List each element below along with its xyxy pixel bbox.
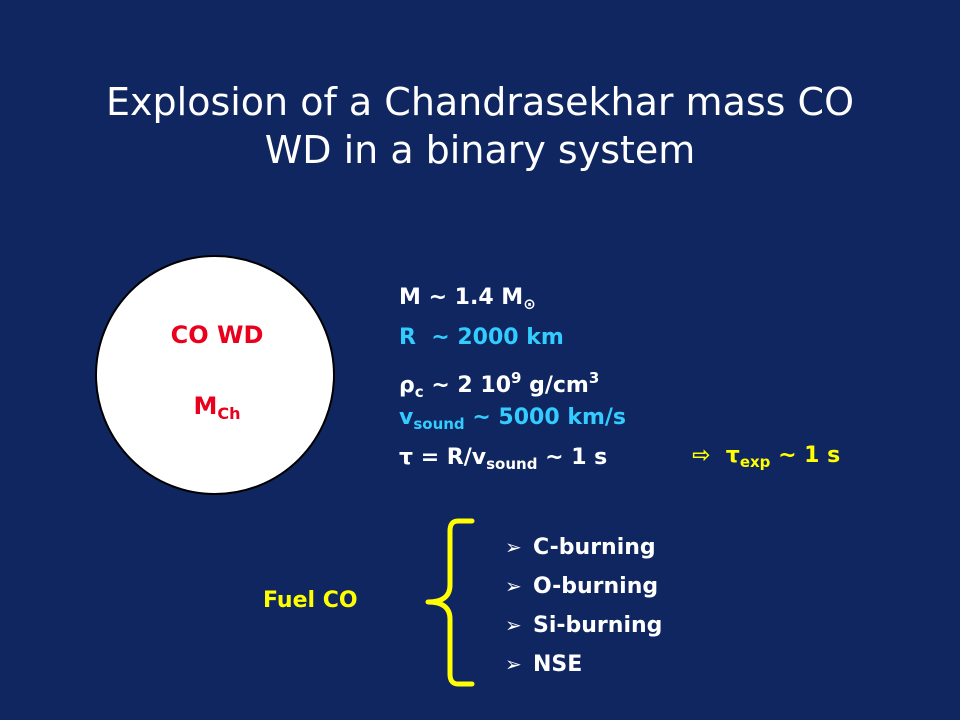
burning-stage-label: O-burning: [533, 574, 659, 599]
chandrasekhar-mass-label: MCh: [97, 392, 337, 423]
sun-symbol: ⊙: [523, 295, 536, 313]
tau-symbol: τ: [399, 445, 414, 470]
list-item: ➢ O-burning: [505, 567, 662, 606]
explosion-timescale-result: ⇨ τexp ~ 1 s: [692, 436, 840, 482]
slide-title-line-1: Explosion of a Chandrasekhar mass CO: [106, 80, 854, 124]
tau-exp-subscript: exp: [739, 453, 771, 471]
density-unit: g/cm: [521, 373, 589, 398]
timescale-subscript: sound: [486, 455, 538, 473]
property-sound-speed: vsound ~ 5000 km/s: [399, 398, 626, 438]
mass-subscript: Ch: [217, 404, 241, 423]
burning-stage-label: C-burning: [533, 535, 656, 560]
list-item: ➢ Si-burning: [505, 606, 662, 645]
sound-speed-symbol: v: [399, 405, 414, 430]
burning-stage-label: NSE: [533, 652, 583, 677]
slide-title: Explosion of a Chandrasekhar mass CO WD …: [0, 78, 960, 174]
white-dwarf-label: CO WD: [170, 321, 264, 349]
fuel-label: Fuel CO: [263, 588, 358, 613]
density-unit-exponent: 3: [588, 369, 600, 387]
property-timescale: τ = R/vsound ~ 1 s: [399, 438, 626, 478]
property-density-value: ~ 2 10: [431, 373, 512, 398]
property-mass: M ~ 1.4 M⊙: [399, 278, 626, 318]
list-item: ➢ C-burning: [505, 528, 662, 567]
property-radius-symbol: R: [399, 325, 416, 350]
rho-subscript: c: [414, 383, 424, 401]
mass-symbol: M: [193, 392, 218, 420]
implies-arrow-icon: ⇨: [692, 443, 711, 468]
tau-exp-value: ~ 1 s: [778, 443, 841, 468]
white-dwarf-circle: CO WD MCh: [95, 255, 335, 495]
property-sound-speed-value: ~ 5000 km/s: [472, 405, 627, 430]
arrow-bullet-icon: ➢: [505, 535, 522, 559]
burning-stage-label: Si-burning: [533, 613, 663, 638]
arrow-bullet-icon: ➢: [505, 652, 522, 676]
sound-speed-subscript: sound: [413, 415, 465, 433]
slide-title-line-2: WD in a binary system: [264, 128, 696, 172]
property-mass-symbol: M: [399, 285, 421, 310]
rho-symbol: ρ: [399, 373, 415, 398]
property-timescale-value: ~ 1 s: [545, 445, 608, 470]
density-exponent: 9: [511, 369, 522, 387]
arrow-bullet-icon: ➢: [505, 574, 522, 598]
property-radius-value: ~ 2000 km: [431, 325, 564, 350]
left-brace-icon: [425, 518, 475, 687]
property-central-density: ρc ~ 2 109 g/cm3: [399, 358, 626, 401]
property-list: M ~ 1.4 M⊙ R ~ 2000 km ρc ~ 2 109 g/cm3 …: [399, 278, 626, 478]
burning-stage-list: ➢ C-burning ➢ O-burning ➢ Si-burning ➢ NSE: [505, 528, 662, 684]
property-mass-value: ~ 1.4 M: [428, 285, 524, 310]
list-item: ➢ NSE: [505, 645, 662, 684]
timescale-equation: = R/v: [413, 445, 487, 470]
property-radius: R ~ 2000 km: [399, 318, 626, 358]
tau-exp-symbol: τ: [725, 443, 740, 468]
arrow-bullet-icon: ➢: [505, 613, 522, 637]
